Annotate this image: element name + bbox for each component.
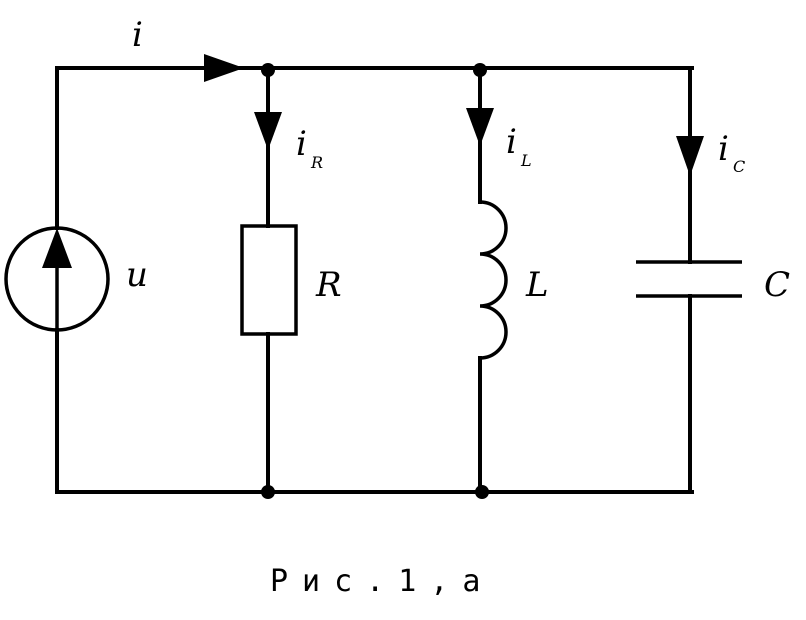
node-top-l xyxy=(473,63,487,77)
node-bottom-l xyxy=(475,485,489,499)
resistor-icon xyxy=(240,224,298,336)
current-arrows xyxy=(204,54,704,176)
label-ir-sub: R xyxy=(310,153,323,172)
label-il: i xyxy=(506,122,517,162)
inductor-icon xyxy=(479,200,508,360)
label-ir: i xyxy=(296,124,307,164)
arrow-il-icon xyxy=(466,108,494,146)
arrow-total-current-icon xyxy=(204,54,244,82)
label-total-current: i xyxy=(132,15,143,55)
label-ic-sub: C xyxy=(733,157,745,176)
voltage-source-icon xyxy=(4,226,110,332)
label-ic: i xyxy=(718,129,729,169)
label-resistor: R xyxy=(315,265,342,305)
wires xyxy=(55,66,694,494)
capacitor-icon xyxy=(636,260,742,298)
label-voltage: u xyxy=(126,255,148,295)
label-capacitor: C xyxy=(764,265,790,305)
figure-caption: Рис.1,а xyxy=(270,564,494,599)
node-top-r xyxy=(261,63,275,77)
arrow-ir-icon xyxy=(254,112,282,150)
junction-nodes xyxy=(261,63,489,499)
arrow-ic-icon xyxy=(676,136,704,176)
node-bottom-r xyxy=(261,485,275,499)
label-inductor: L xyxy=(525,265,549,305)
label-il-sub: L xyxy=(520,151,532,170)
labels: i u i R i L i C R L C Рис.1,а xyxy=(126,15,790,599)
